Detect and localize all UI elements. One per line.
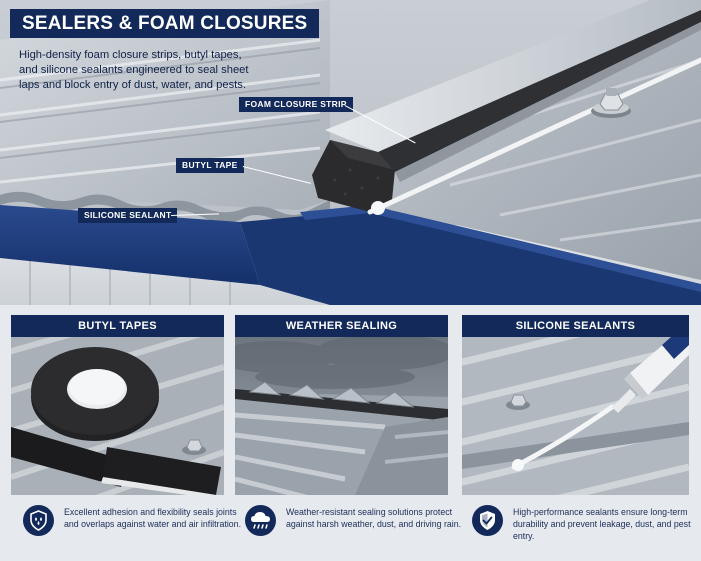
feature-text: High-performance sealants ensure long-te… <box>513 507 691 541</box>
page-title: SEALERS & FOAM CLOSURES <box>10 9 320 38</box>
roof-screw-icon <box>591 88 631 118</box>
screw-icon <box>506 394 530 410</box>
feature-text: Weather-resistant sealing solutions prot… <box>286 507 462 529</box>
feature-text: Excellent adhesion and flexibility seals… <box>64 507 242 529</box>
panel-weather-sealing: WEATHER SEALING <box>235 315 448 495</box>
weather-sealing-image <box>235 337 448 495</box>
shield-water-drops-icon <box>23 505 54 536</box>
callout-foam-closure-strip: FOAM CLOSURE STRIP <box>239 97 353 112</box>
panel-title: SILICONE SEALANTS <box>462 315 689 337</box>
callout-silicone-sealant: SILICONE SEALANT <box>78 208 178 223</box>
butyl-tape-image <box>11 337 224 495</box>
panel-butyl-tapes: BUTYL TAPES <box>11 315 224 495</box>
sealant-cartridge-icon <box>612 337 689 413</box>
feature-weather-resistant: Weather-resistant sealing solutions prot… <box>245 504 467 548</box>
panel-title: BUTYL TAPES <box>11 315 224 337</box>
feature-durability: High-performance sealants ensure long-te… <box>472 504 694 548</box>
screw-icon <box>182 439 206 455</box>
silicone-sealant-image <box>462 337 689 495</box>
rain-cloud-icon <box>245 505 276 536</box>
callout-butyl-tape: BUTYL TAPE <box>176 158 244 173</box>
roof-illustration <box>0 0 701 305</box>
hero-banner: SEALERS & FOAM CLOSURES High-density foa… <box>0 0 701 305</box>
hero-description: High-density foam closure strips, butyl … <box>19 49 249 91</box>
feature-adhesion: Excellent adhesion and flexibility seals… <box>23 504 245 548</box>
panel-title: WEATHER SEALING <box>235 315 448 337</box>
shield-check-icon <box>472 505 503 536</box>
panel-silicone-sealants: SILICONE SEALANTS <box>462 315 689 495</box>
